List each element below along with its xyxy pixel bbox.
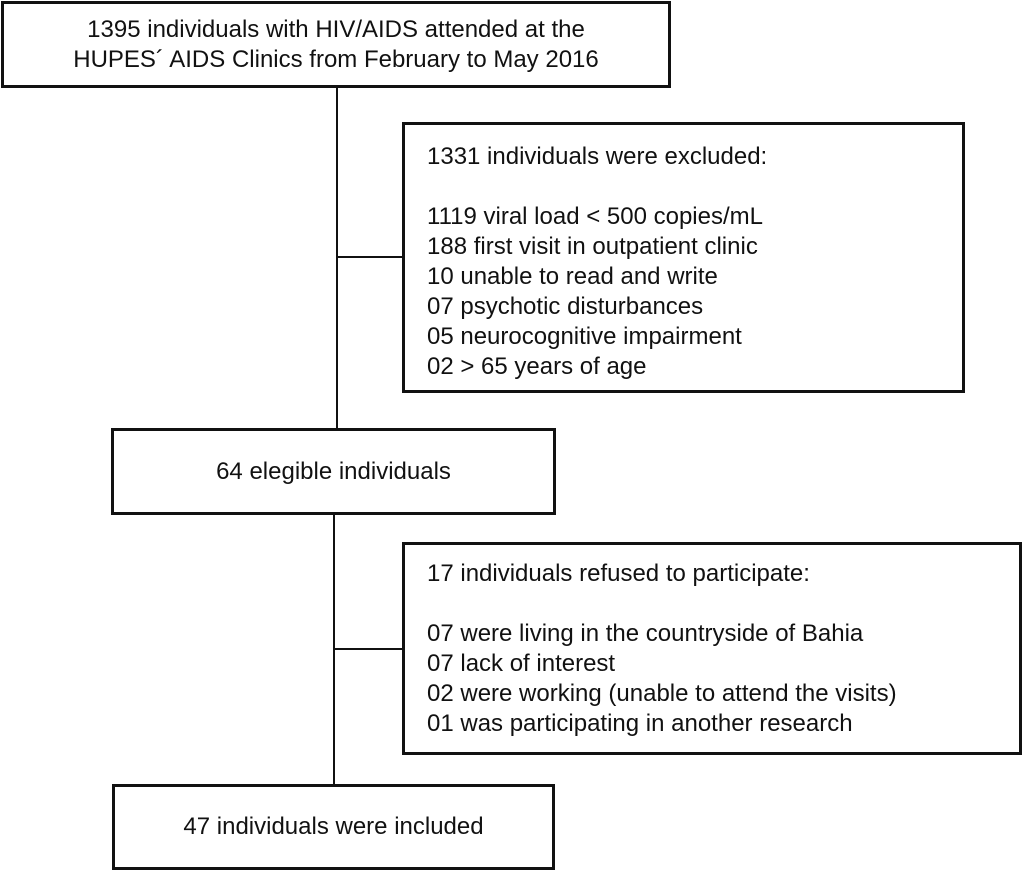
- included-text: 47 individuals were included: [183, 813, 484, 840]
- enrolled-line-1: 1395 individuals with HIV/AIDS attended …: [87, 15, 585, 43]
- excluded-box: 1331 individuals were excluded: 1119 vir…: [402, 122, 965, 393]
- refused-item: 01 was participating in another research: [427, 710, 853, 737]
- refused-content: 17 individuals refused to participate: 0…: [427, 559, 897, 739]
- excluded-item: 1119 viral load < 500 copies/mL: [427, 203, 763, 230]
- refused-box: 17 individuals refused to participate: 0…: [402, 542, 1022, 755]
- excluded-content: 1331 individuals were excluded: 1119 vir…: [427, 142, 767, 382]
- connector-eligible-to-included: [333, 514, 335, 786]
- eligible-text: 64 elegible individuals: [216, 457, 451, 485]
- enrolled-box: 1395 individuals with HIV/AIDS attended …: [1, 1, 671, 88]
- refused-heading: 17 individuals refused to participate:: [427, 560, 810, 587]
- connector-branch-to-excluded: [336, 256, 404, 258]
- connector-top-to-eligible: [336, 86, 338, 430]
- excluded-item: 188 first visit in outpatient clinic: [427, 233, 758, 260]
- eligible-box: 64 elegible individuals: [111, 428, 556, 515]
- refused-item: 07 lack of interest: [427, 650, 616, 677]
- excluded-item: 02 > 65 years of age: [427, 353, 647, 380]
- refused-item: 02 were working (unable to attend the vi…: [427, 680, 897, 707]
- connector-branch-to-refused: [333, 648, 405, 650]
- refused-item: 07 were living in the countryside of Bah…: [427, 620, 864, 647]
- enrolled-line-2: HUPES´ AIDS Clinics from February to May…: [73, 45, 599, 73]
- excluded-item: 05 neurocognitive impairment: [427, 323, 742, 350]
- included-box: 47 individuals were included: [112, 784, 555, 870]
- excluded-heading: 1331 individuals were excluded:: [427, 143, 768, 170]
- excluded-item: 10 unable to read and write: [427, 263, 718, 290]
- excluded-item: 07 psychotic disturbances: [427, 293, 704, 320]
